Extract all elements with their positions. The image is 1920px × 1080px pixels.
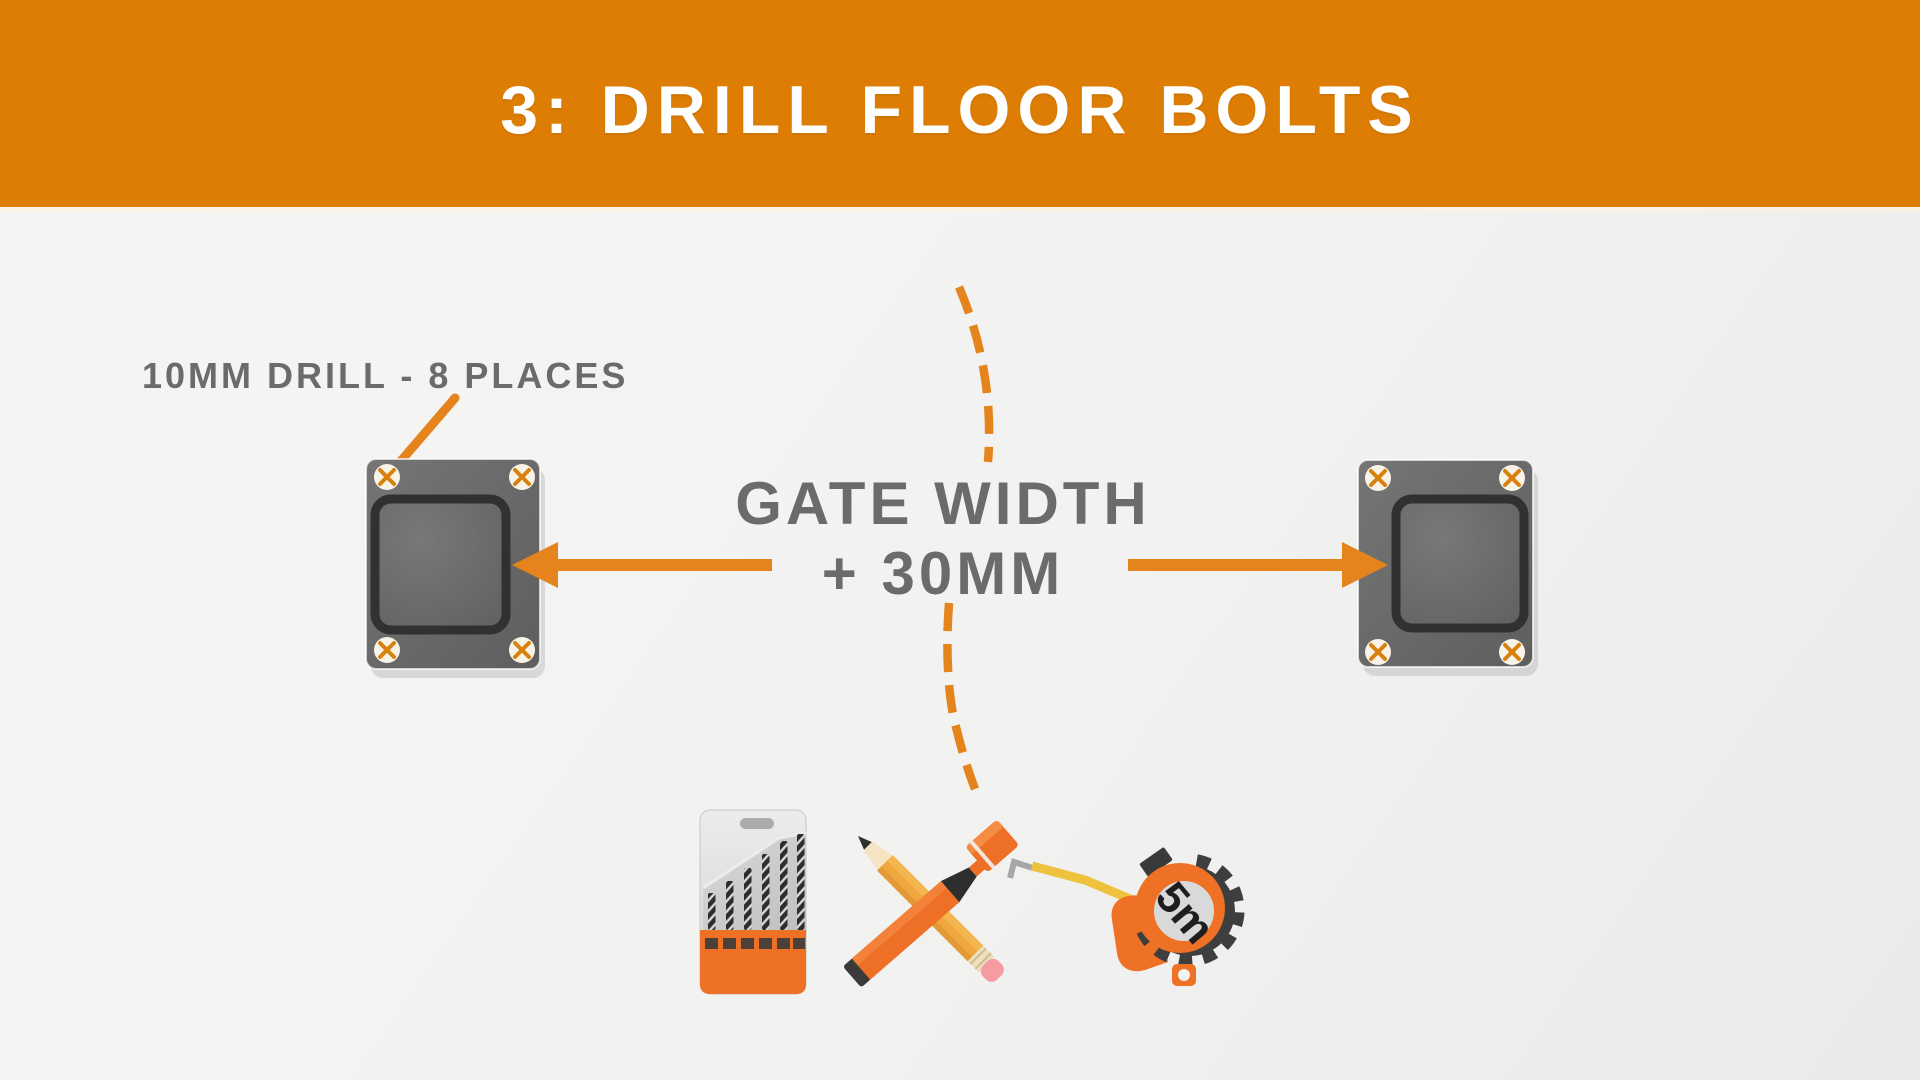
screw-icon — [1499, 465, 1525, 491]
pencil-and-marker-icon — [844, 821, 1018, 987]
plate-pad — [370, 494, 511, 635]
measurement-arrow-right — [1128, 542, 1388, 588]
dashed-curve-top — [955, 285, 994, 463]
dashed-curve-bottom — [943, 602, 979, 791]
gate-width-line1: GATE WIDTH — [735, 470, 1151, 537]
screw-icon — [509, 464, 535, 490]
measurement-arrow-left — [512, 542, 772, 588]
tape-measure-icon: 5m — [1007, 847, 1245, 986]
drill-bits — [708, 834, 805, 930]
screw-icon — [1499, 639, 1525, 665]
gate-width-label: GATE WIDTH + 30MM — [735, 469, 1151, 609]
leader-line — [395, 393, 460, 467]
gate-width-line2: + 30MM — [821, 540, 1065, 607]
plate-pad — [1391, 494, 1529, 633]
marker-cap — [966, 821, 1018, 871]
hang-slot — [740, 818, 774, 829]
gear-teeth — [1134, 854, 1245, 967]
diagram-graphics: 5m — [365, 285, 1538, 995]
tape-blade — [1030, 861, 1144, 909]
drill-bit-set-icon — [699, 809, 807, 995]
bit-holder-marks — [705, 938, 805, 949]
screw-icon — [1365, 639, 1391, 665]
floor-plate-left — [365, 458, 545, 678]
screw-icon — [1365, 465, 1391, 491]
screw-icon — [374, 464, 400, 490]
tape-hook — [1007, 858, 1034, 879]
step-title: 3: DRILL FLOOR BOLTS — [500, 71, 1420, 148]
marker — [844, 859, 986, 987]
screw-icon — [509, 637, 535, 663]
floor-plate-right — [1357, 459, 1538, 676]
header-banner: 3: DRILL FLOOR BOLTS — [0, 0, 1920, 207]
screw-icon — [374, 637, 400, 663]
diagram-body: 5m 10MM DRILL - 8 PLACES GATE WIDTH + 30… — [0, 207, 1920, 1080]
banner-edge-highlight — [0, 207, 1920, 211]
drill-places-label: 10MM DRILL - 8 PLACES — [142, 355, 629, 396]
